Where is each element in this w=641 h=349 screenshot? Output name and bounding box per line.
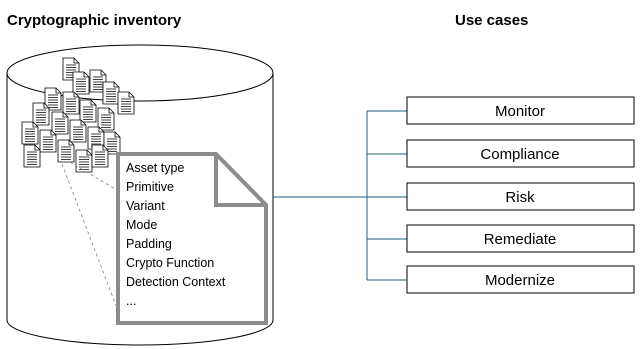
asset-field: Crypto Function: [126, 256, 214, 270]
use-case-risk: Risk: [406, 182, 635, 211]
asset-field: Primitive: [126, 180, 174, 194]
document-icon: [62, 91, 80, 115]
asset-field: ...: [126, 294, 136, 308]
document-icon: [97, 107, 115, 131]
use-case-label: Risk: [505, 189, 535, 206]
asset-field: Variant: [126, 199, 165, 213]
document-icon: [72, 71, 90, 95]
document-icon: [23, 144, 41, 168]
asset-field: Mode: [126, 218, 157, 232]
use-case-label: Monitor: [495, 103, 545, 120]
document-icon: [102, 81, 120, 105]
document-icon: [117, 91, 135, 115]
use-case-label: Remediate: [484, 231, 557, 248]
asset-field: Padding: [126, 237, 172, 251]
use-case-monitor: Monitor: [406, 96, 635, 125]
use-case-label: Modernize: [485, 272, 555, 289]
document-icon: [57, 139, 75, 163]
use-case-modernize: Modernize: [406, 265, 635, 294]
asset-field: Detection Context: [126, 275, 226, 289]
zoom-lines: [61, 161, 121, 317]
use-case-remediate: Remediate: [406, 224, 635, 253]
document-icon: [69, 119, 87, 143]
use-case-list: Monitor Compliance Risk Remediate Modern…: [406, 96, 635, 294]
inventory-title: Cryptographic inventory: [7, 12, 182, 29]
document-icon: [75, 149, 93, 173]
document-icon: [51, 111, 69, 135]
asset-field-list: Asset type Primitive Variant Mode Paddin…: [126, 161, 226, 308]
use-case-compliance: Compliance: [406, 139, 635, 168]
document-icon: [21, 121, 39, 145]
asset-document: [116, 152, 268, 325]
document-icon: [91, 144, 109, 168]
document-icon: [39, 129, 57, 153]
asset-field: Asset type: [126, 161, 184, 175]
use-case-label: Compliance: [480, 146, 559, 163]
use-cases-title: Use cases: [455, 12, 528, 29]
connector-lines: [273, 110, 407, 281]
document-icon: [79, 99, 97, 123]
document-icon: [32, 102, 50, 126]
